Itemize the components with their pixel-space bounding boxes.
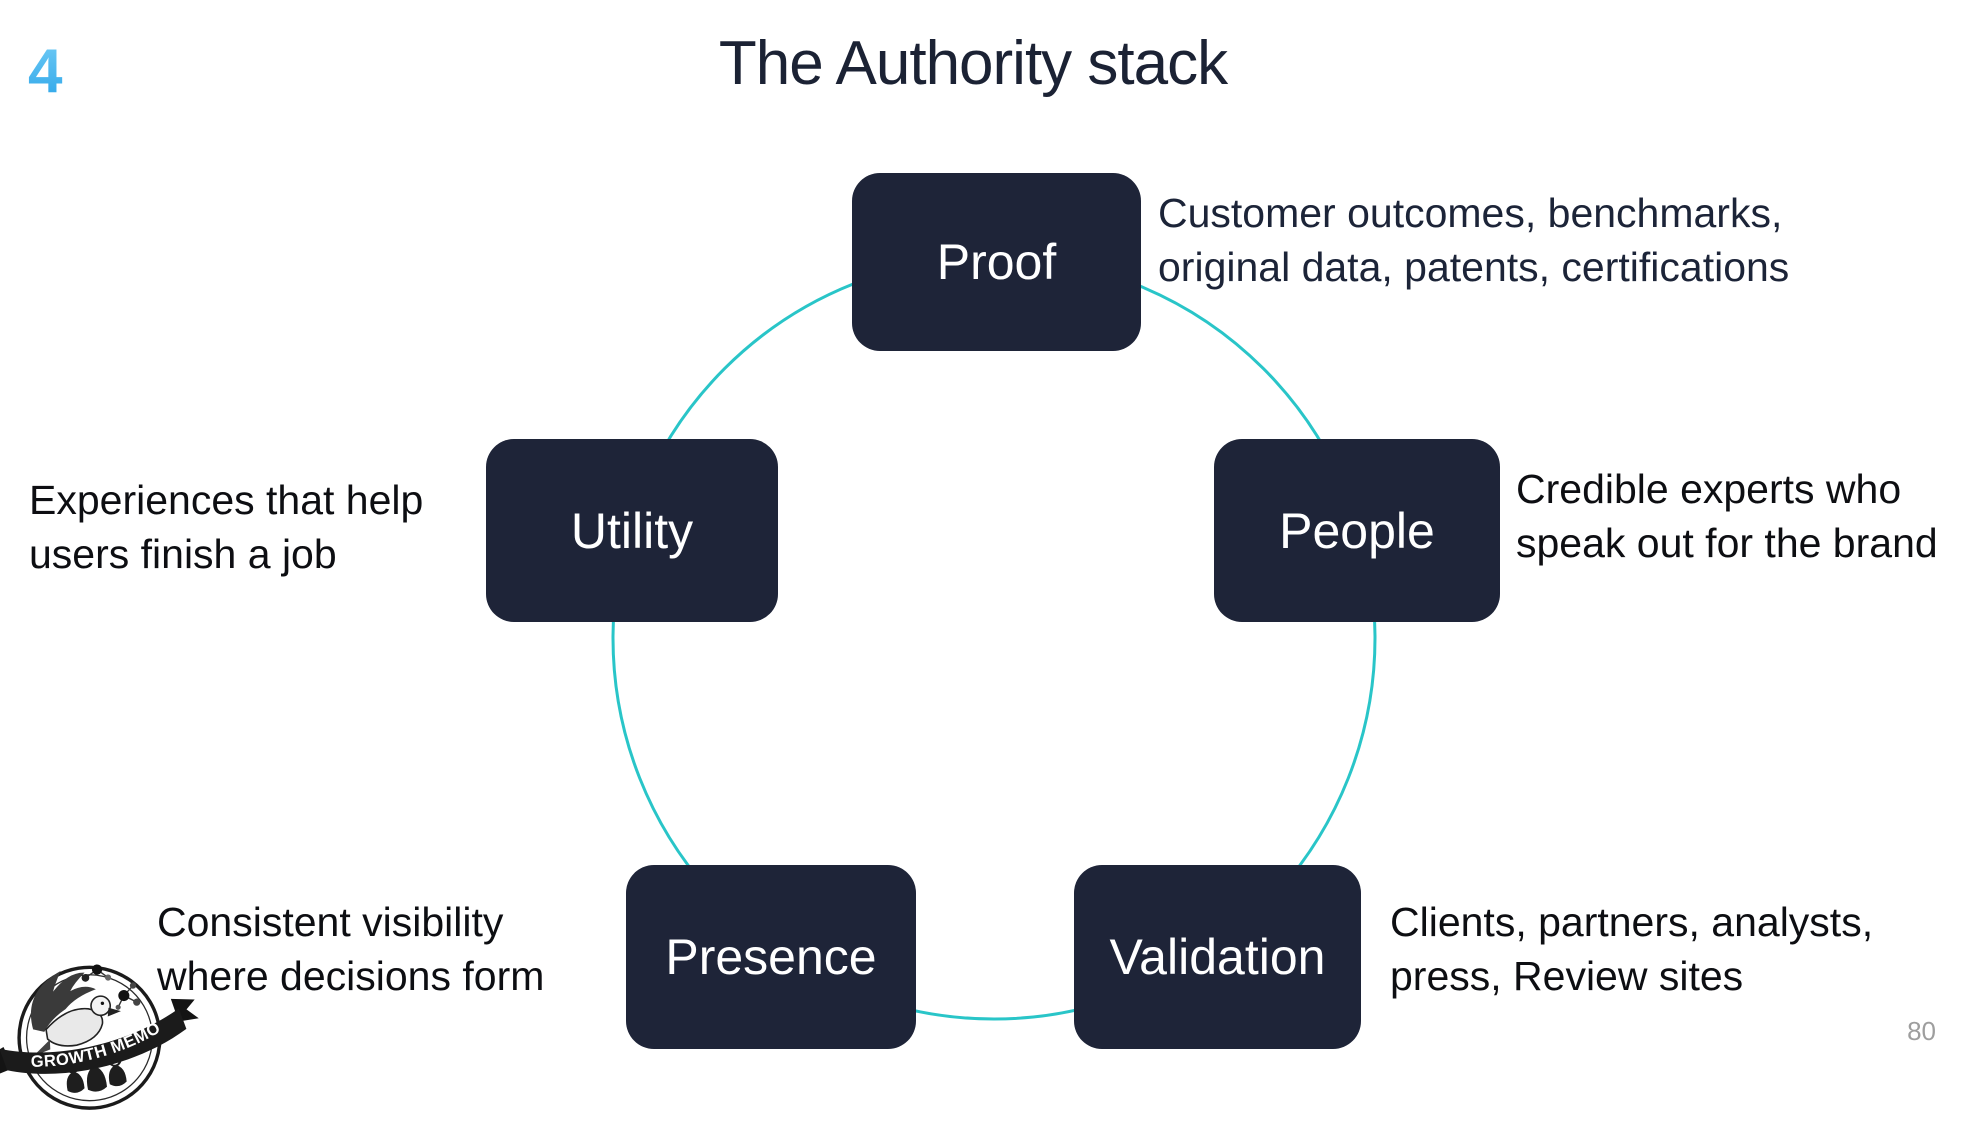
page-number: 80 [1907,1016,1936,1046]
slide-title: The Authority stack [718,29,1228,98]
node-label-utility: Utility [570,502,694,559]
molecule-icon [81,964,141,1010]
desc-line: Clients, partners, analysts, [1390,899,1874,945]
desc-line: Consistent visibility [157,899,504,945]
slide-number: 4 [28,37,63,106]
desc-line: users finish a job [29,531,337,577]
desc-line: Customer outcomes, benchmarks, [1158,190,1783,236]
node-desc-utility: Experiences that help users finish a job [29,473,423,581]
node-desc-people: Credible experts who speak out for the b… [1516,462,1938,570]
node-box-presence: Presence [626,865,916,1049]
node-label-proof: Proof [936,234,1057,290]
growth-memo-logo: GROWTH MEMO [0,964,199,1110]
desc-line: Credible experts who [1516,466,1902,512]
node-desc-validation: Clients, partners, analysts, press, Revi… [1390,895,1873,1003]
desc-line: where decisions form [157,953,545,999]
node-desc-presence: Consistent visibility where decisions fo… [157,895,544,1003]
node-label-people: People [1279,502,1435,559]
node-box-people: People [1214,439,1500,622]
desc-line: original data, patents, certifications [1158,244,1790,290]
desc-line: press, Review sites [1390,953,1744,999]
node-box-proof: Proof [852,173,1141,351]
desc-line: speak out for the brand [1516,520,1938,566]
slide-number-text: 4 [28,37,63,106]
node-desc-proof: Customer outcomes, benchmarks, original … [1158,186,1789,294]
node-box-validation: Validation [1074,865,1361,1049]
bird-icon [30,971,121,1057]
node-label-validation: Validation [1109,929,1326,985]
desc-line: Experiences that help [29,477,424,523]
node-box-utility: Utility [486,439,778,622]
node-label-presence: Presence [665,929,877,985]
